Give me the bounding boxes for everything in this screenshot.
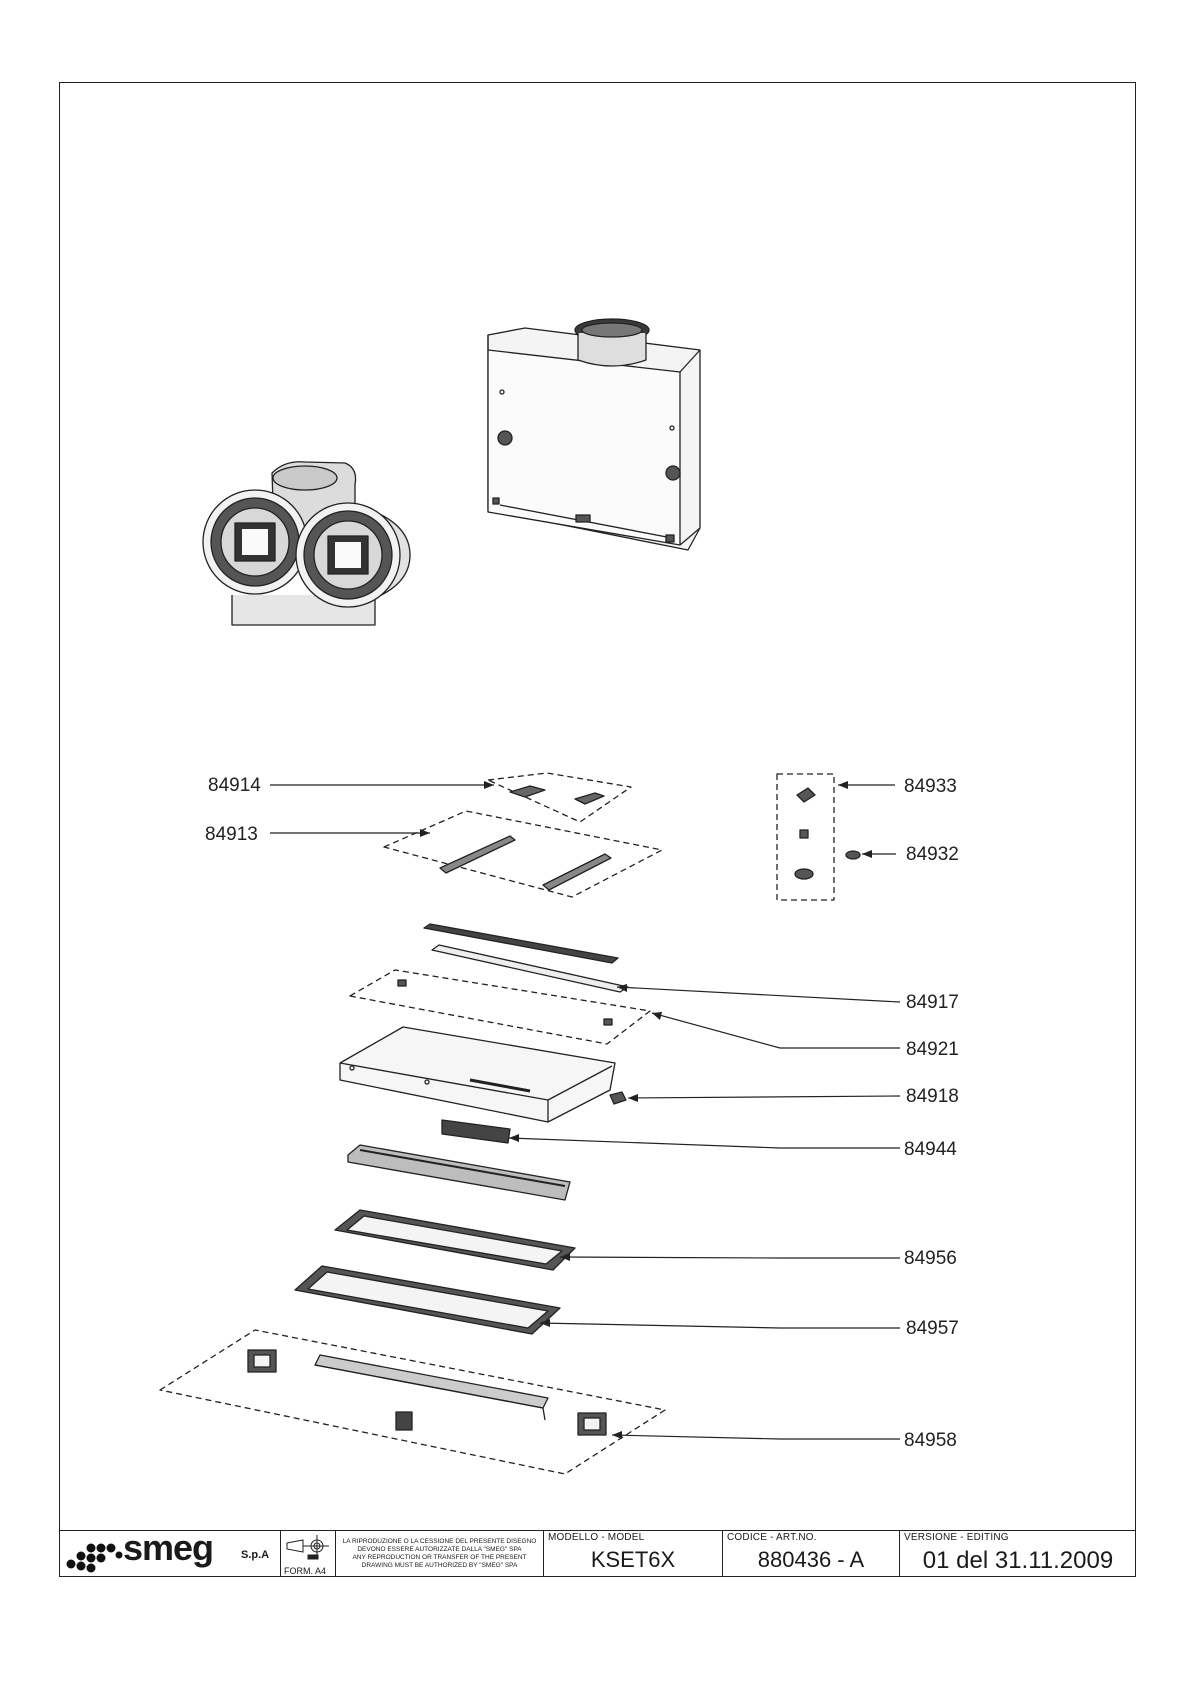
part-84917-illustration (423, 923, 629, 993)
edition-cell: VERSIONE - EDITING 01 del 31.11.2009 (899, 1531, 1136, 1577)
part-label-84921: 84921 (906, 1039, 959, 1060)
projection-symbol-icon (286, 1535, 329, 1560)
code-label: CODICE - ART.NO. (727, 1532, 817, 1543)
part-84913-illustration (383, 810, 663, 898)
projection-symbol-cell: FORM. A4 (280, 1531, 335, 1577)
part-84918-illustration (339, 1026, 627, 1123)
part-label-84956: 84956 (904, 1248, 957, 1269)
edition-value: 01 del 31.11.2009 (922, 1547, 1114, 1574)
notice-english: ANY REPRODUCTION OR TRANSFER OF THE PRES… (352, 1554, 527, 1569)
edition-label: VERSIONE - EDITING (904, 1532, 1009, 1543)
brand-suffix: S.p.A (241, 1549, 270, 1561)
part-84933-84932-illustration (776, 773, 861, 901)
part-label-84957: 84957 (906, 1318, 959, 1339)
leader-arrowheads (420, 781, 872, 1439)
part-84914-illustration (487, 772, 632, 823)
part-84944-illustration (347, 1119, 571, 1201)
brand-logo: smeg S.p.A (59, 1527, 280, 1577)
code-value: 880436 - A (757, 1547, 865, 1572)
model-value: KSET6X (590, 1547, 676, 1572)
model-label: MODELLO - MODEL (548, 1532, 645, 1543)
model-cell: MODELLO - MODEL KSET6X (543, 1531, 722, 1577)
form-label: FORM. A4 (284, 1566, 327, 1576)
leader-lines (270, 784, 901, 1440)
title-block: smeg S.p.A FORM. A4 LA RIPRODUZIONE O LA… (59, 1527, 1136, 1577)
hood-casing-illustration (487, 318, 701, 551)
part-84958-illustration (159, 1329, 666, 1475)
part-labels: 84914 84913 84933 84932 84917 84921 8491… (205, 775, 959, 1451)
brand-name: smeg (123, 1527, 214, 1568)
part-label-84918: 84918 (906, 1086, 959, 1107)
part-label-84917: 84917 (906, 992, 959, 1013)
part-label-84958: 84958 (904, 1430, 957, 1451)
notice-italian: LA RIPRODUZIONE O LA CESSIONE DEL PRESEN… (342, 1538, 537, 1553)
part-84921-illustration (349, 969, 651, 1045)
part-label-84933: 84933 (904, 776, 957, 797)
code-cell: CODICE - ART.NO. 880436 - A (722, 1531, 899, 1577)
part-label-84913: 84913 (205, 824, 258, 845)
part-label-84932: 84932 (906, 844, 959, 865)
drawing-frame (59, 82, 1136, 1577)
fan-motor-illustration (202, 461, 411, 626)
smeg-logo-dots-icon (66, 1543, 123, 1573)
part-84957-illustration (294, 1265, 561, 1335)
part-label-84944: 84944 (904, 1139, 957, 1160)
copyright-notice: LA RIPRODUZIONE O LA CESSIONE DEL PRESEN… (335, 1531, 543, 1577)
part-label-84914: 84914 (208, 775, 261, 796)
part-84956-illustration (334, 1209, 576, 1271)
